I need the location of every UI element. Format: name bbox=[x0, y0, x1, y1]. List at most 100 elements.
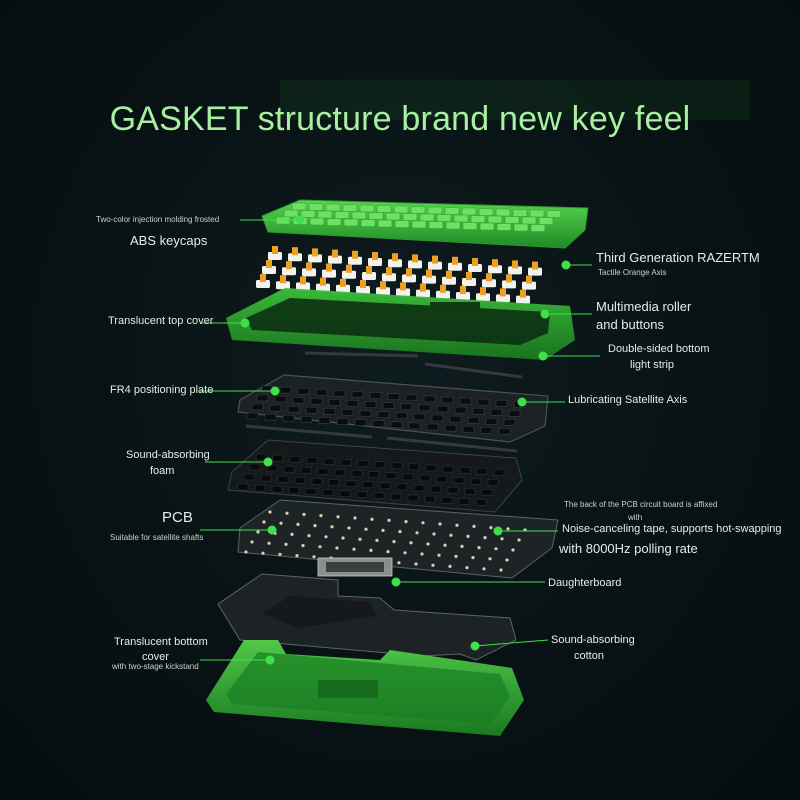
leader-line bbox=[474, 639, 549, 647]
plate-cutout bbox=[246, 412, 259, 420]
keycap bbox=[359, 204, 375, 213]
pcb-socket bbox=[284, 542, 288, 547]
pcb-socket bbox=[499, 568, 503, 572]
switch-stem bbox=[366, 266, 372, 274]
pcb-socket bbox=[465, 566, 469, 570]
foam-cutout bbox=[266, 464, 278, 472]
switch-stem bbox=[472, 258, 478, 266]
pcb-back-label-line2: with bbox=[628, 513, 643, 522]
pcb-socket bbox=[358, 537, 362, 541]
pcb-socket bbox=[387, 518, 391, 523]
pcb-socket bbox=[285, 511, 289, 515]
switch-housing bbox=[516, 295, 530, 304]
plate-cutout bbox=[382, 402, 395, 409]
plate-cutout bbox=[459, 397, 472, 405]
switch-stem bbox=[360, 280, 366, 288]
plate-cutout bbox=[413, 413, 426, 421]
keycap bbox=[479, 222, 495, 231]
switch-stem bbox=[286, 261, 292, 270]
leader-dot bbox=[493, 526, 503, 536]
foam-cutout bbox=[408, 463, 420, 471]
pcb-socket bbox=[267, 541, 271, 545]
switch-stem bbox=[332, 249, 338, 258]
leader-dot bbox=[540, 309, 550, 319]
pcb-socket bbox=[341, 536, 345, 540]
switch-housing bbox=[522, 281, 536, 290]
pcb-socket bbox=[448, 564, 452, 569]
foam-cutout bbox=[470, 478, 482, 485]
switch-housing bbox=[462, 278, 476, 286]
switch-stem bbox=[466, 272, 472, 280]
keycap bbox=[478, 208, 494, 216]
pcb-label: PCB bbox=[162, 509, 193, 526]
pcb-socket bbox=[295, 554, 299, 558]
switch-stem bbox=[446, 270, 452, 279]
foam-cutout bbox=[493, 469, 505, 476]
pcb-socket bbox=[261, 551, 265, 555]
keycap bbox=[351, 211, 367, 220]
switch-stem bbox=[392, 253, 398, 262]
plate-cutout bbox=[436, 405, 449, 413]
switch-stem bbox=[480, 287, 486, 296]
switch-housing bbox=[416, 289, 430, 298]
leader-dot bbox=[517, 397, 527, 407]
keycap bbox=[291, 202, 307, 211]
leader-dot bbox=[561, 260, 571, 270]
switch-housing bbox=[256, 280, 270, 288]
pcb-socket bbox=[313, 524, 317, 528]
switch-housing bbox=[476, 293, 490, 302]
keycap bbox=[402, 213, 418, 221]
plate-cutout bbox=[400, 403, 413, 411]
leader-dot bbox=[391, 577, 401, 587]
plate-cutout bbox=[287, 405, 300, 413]
foam-cutout bbox=[322, 489, 334, 496]
plate-cutout bbox=[408, 422, 421, 430]
foam-cutout bbox=[453, 476, 465, 484]
pcb-socket bbox=[369, 548, 373, 553]
switch-stem bbox=[420, 283, 426, 292]
foam-cutout bbox=[271, 485, 283, 493]
cotton-label-line1: Sound-absorbing bbox=[551, 634, 635, 646]
switch-housing bbox=[296, 282, 310, 291]
foam-cutout bbox=[345, 480, 357, 487]
leader-dot bbox=[270, 386, 280, 396]
foam-cutout bbox=[306, 457, 318, 464]
plate-cutout bbox=[351, 391, 364, 398]
switch-housing bbox=[376, 287, 390, 296]
plate-cutout bbox=[305, 407, 318, 414]
pcb-socket bbox=[381, 528, 385, 533]
keycap bbox=[427, 206, 443, 215]
satellite-axis-label: Lubricating Satellite Axis bbox=[568, 394, 688, 406]
leader-dot bbox=[240, 318, 250, 328]
plate-cutout bbox=[480, 427, 493, 434]
leader-dot bbox=[470, 641, 480, 651]
leader-dot bbox=[265, 655, 275, 665]
plate-cutout bbox=[292, 396, 305, 404]
pcb-layer bbox=[237, 499, 559, 579]
plate-cutout bbox=[336, 418, 349, 425]
switch-stem bbox=[492, 259, 498, 268]
keycap bbox=[538, 217, 554, 225]
switch-stem bbox=[340, 278, 346, 287]
switch-stem bbox=[426, 269, 432, 278]
foam-cutout bbox=[260, 474, 272, 482]
foam-cutout bbox=[459, 466, 471, 474]
keycap bbox=[445, 221, 461, 230]
switch-housing bbox=[502, 280, 516, 289]
foam-cutout bbox=[419, 474, 431, 482]
foam-cutout bbox=[305, 488, 317, 495]
switch-housing bbox=[288, 253, 302, 262]
plate-cutout bbox=[256, 394, 269, 402]
switch-housing bbox=[308, 254, 322, 263]
switch-stem bbox=[452, 256, 458, 265]
keycap bbox=[521, 216, 537, 225]
keycap bbox=[461, 207, 477, 216]
plate-cutout bbox=[372, 420, 385, 427]
pcb-socket bbox=[392, 540, 396, 544]
switch-housing bbox=[468, 264, 482, 272]
pcb-socket bbox=[250, 540, 254, 544]
title-glow bbox=[280, 80, 750, 120]
pcb-socket bbox=[301, 544, 305, 548]
foam-cutout bbox=[368, 471, 380, 478]
